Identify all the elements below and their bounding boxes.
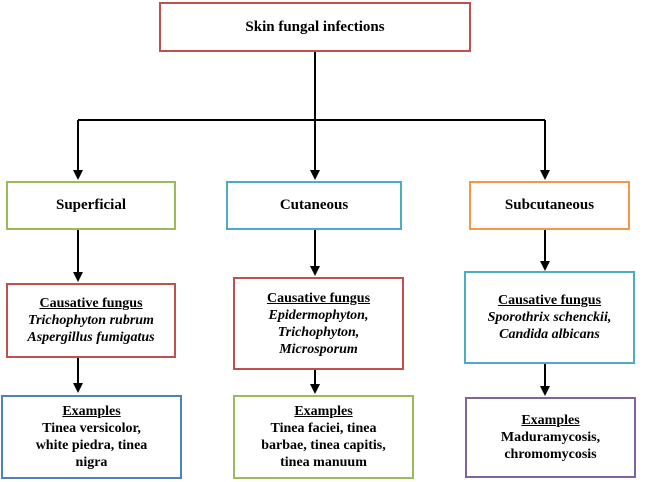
root-node: Skin fungal infections — [159, 2, 471, 52]
category-label: Superficial — [56, 197, 126, 213]
fungus-line: Microsporum — [279, 341, 358, 357]
examples-box-cutaneous: Examples Tinea faciei, tinea barbae, tin… — [233, 395, 414, 479]
examples-line: Tinea faciei, tinea — [270, 421, 377, 436]
fungus-title: Causative fungus — [266, 290, 371, 306]
examples-title: Examples — [294, 404, 353, 419]
examples-line: Maduramycosis, — [500, 430, 601, 445]
category-label: Subcutaneous — [504, 197, 595, 213]
examples-line: tinea manuum — [280, 455, 367, 470]
fungus-title: Causative fungus — [497, 293, 602, 308]
fungus-box-cutaneous: Causative fungus Epidermophyton, Trichop… — [233, 277, 404, 370]
fungus-line: Sporothrix schenckii, — [487, 310, 612, 325]
examples-line: nigra — [75, 455, 108, 470]
fungus-line: Candida albicans — [499, 327, 600, 342]
examples-title: Examples — [521, 413, 580, 428]
root-label: Skin fungal infections — [245, 18, 385, 35]
fungus-box-superficial: Causative fungus Trichophyton rubrum Asp… — [6, 283, 176, 358]
category-label: Cutaneous — [279, 197, 349, 213]
examples-line: white piedra, tinea — [35, 438, 148, 453]
fungus-title: Causative fungus — [39, 296, 143, 311]
examples-line: chromomycosis — [504, 447, 597, 462]
examples-title: Examples — [62, 404, 121, 419]
fungus-line: Trichophyton rubrum — [28, 313, 154, 328]
category-cutaneous: Cutaneous — [226, 181, 402, 230]
examples-line: Tinea versicolor, — [42, 421, 141, 436]
fungus-line: Epidermophyton, — [268, 307, 369, 323]
examples-box-superficial: Examples Tinea versicolor, white piedra,… — [1, 395, 182, 479]
examples-box-subcutaneous: Examples Maduramycosis, chromomycosis — [465, 397, 636, 478]
fungus-line: Aspergillus fumigatus — [27, 330, 155, 345]
fungus-line: Trichophyton, — [277, 324, 360, 340]
fungus-box-subcutaneous: Causative fungus Sporothrix schenckii, C… — [464, 271, 635, 364]
category-subcutaneous: Subcutaneous — [469, 181, 630, 230]
examples-line: barbae, tinea capitis, — [261, 438, 386, 453]
category-superficial: Superficial — [6, 181, 176, 230]
